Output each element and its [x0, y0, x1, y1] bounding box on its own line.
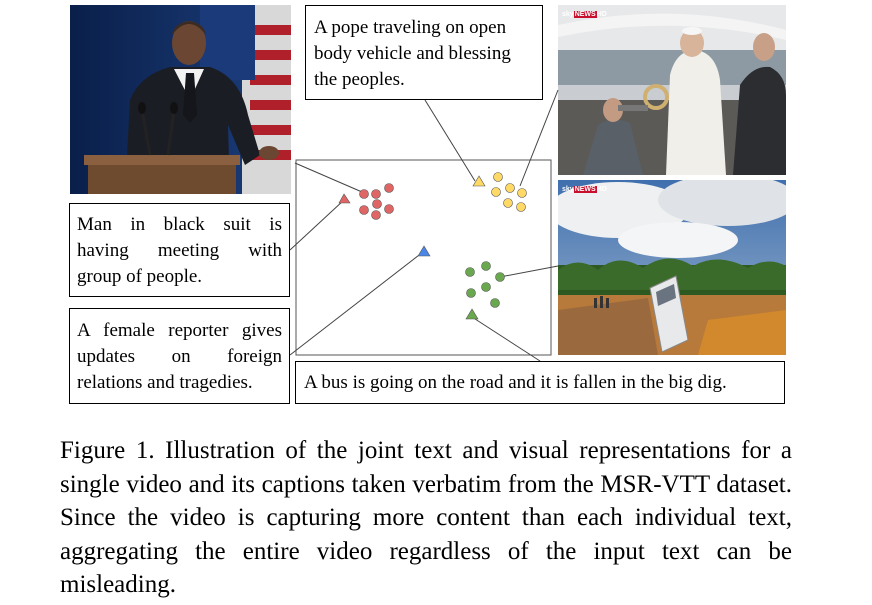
caption-pope: A pope traveling on open body vehicle an… [305, 5, 543, 100]
yellow-video-point [517, 188, 527, 198]
logo-hd: HD [596, 11, 607, 18]
caption-reporter-text: A female reporter gives updates on forei… [77, 320, 282, 393]
bus-photo: skyNEWSHD [558, 180, 786, 355]
yellow-video-point [493, 172, 503, 182]
connector-bus-photo [499, 265, 559, 278]
connector-bus-caption [471, 316, 541, 362]
speaker-photo [70, 5, 291, 194]
caption-man-in-suit: Man in black suit is having meeting with… [69, 203, 290, 297]
green-video-point [465, 267, 475, 277]
yellow-video-point [503, 198, 513, 208]
green-video-point [466, 288, 476, 298]
red-video-point [359, 205, 369, 215]
caption-bus: A bus is going on the road and it is fal… [295, 361, 785, 404]
green-text-marker [465, 308, 479, 320]
logo-sky: sky [562, 186, 574, 193]
green-video-point [481, 282, 491, 292]
yellow-video-point [491, 187, 501, 197]
logo-hd: HD [596, 186, 607, 193]
caption-bus-text: A bus is going on the road and it is fal… [304, 372, 727, 393]
red-video-point [359, 189, 369, 199]
green-video-point [490, 298, 500, 308]
yellow-text-marker [472, 175, 486, 187]
connector-pope-photo [519, 89, 559, 187]
red-video-point [371, 210, 381, 220]
logo-news: NEWS [573, 11, 597, 18]
connector-reporter-caption [289, 251, 424, 356]
logo-sky: sky [562, 11, 574, 18]
red-video-cluster [359, 183, 394, 220]
pope-photo: skyNEWSHD [558, 5, 786, 175]
bus-frame-logo: skyNEWSHD [562, 185, 607, 194]
red-text-marker [338, 193, 351, 204]
green-video-cluster [465, 261, 505, 308]
logo-news: NEWS [573, 186, 597, 193]
red-video-point [384, 183, 394, 193]
red-video-point [372, 199, 382, 209]
yellow-video-point [505, 183, 515, 193]
yellow-video-point [516, 202, 526, 212]
caption-reporter: A female reporter gives updates on forei… [69, 308, 290, 404]
figure-caption: Figure 1. Illustration of the joint text… [60, 437, 792, 598]
connector-pope-caption [424, 99, 476, 182]
red-video-point [384, 204, 394, 214]
caption-man-in-suit-text: Man in black suit is having meeting with… [77, 214, 282, 287]
green-video-point [481, 261, 491, 271]
connector-man-caption [289, 199, 345, 251]
blue-text-marker [417, 245, 431, 257]
yellow-video-cluster [491, 172, 527, 212]
caption-pope-text: A pope traveling on open body vehicle an… [314, 17, 511, 90]
pope-frame-logo: skyNEWSHD [562, 10, 607, 19]
green-video-point [495, 272, 505, 282]
red-video-point [371, 189, 381, 199]
connector-speaker-photo [294, 162, 363, 193]
